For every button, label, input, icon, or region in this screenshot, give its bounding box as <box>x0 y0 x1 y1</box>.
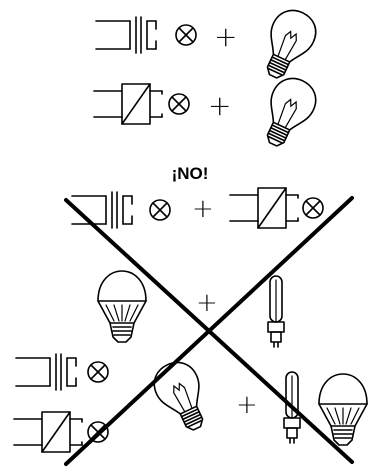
halogen-lamp-icon <box>176 25 196 45</box>
electronic-driver-icon <box>94 84 162 124</box>
incandescent-bulb-icon <box>253 72 322 154</box>
transformer-icon <box>16 354 76 390</box>
plus-sign: + <box>208 92 231 120</box>
incorrect-row-2 <box>98 271 284 347</box>
incorrect-row-3 <box>14 354 367 452</box>
plus-sign: + <box>196 290 218 316</box>
compact-fluorescent-icon <box>268 276 284 347</box>
correct-row-1 <box>96 4 323 86</box>
halogen-lamp-icon <box>303 198 323 218</box>
electronic-driver-icon <box>14 412 82 452</box>
halogen-lamp-icon <box>88 362 108 382</box>
plus-sign: + <box>192 196 214 222</box>
incandescent-bulb-icon <box>147 356 216 438</box>
transformer-icon <box>96 17 156 53</box>
electronic-driver-icon <box>230 188 298 228</box>
led-bulb-icon <box>98 271 146 342</box>
no-warning-label: ¡NO! <box>150 164 230 184</box>
halogen-lamp-icon <box>169 94 189 114</box>
transformer-icon <box>72 192 132 228</box>
halogen-lamp-icon <box>150 200 170 220</box>
plus-sign: + <box>214 23 237 51</box>
incandescent-bulb-icon <box>253 4 322 86</box>
cross-out-mark <box>66 198 352 464</box>
led-bulb-icon <box>319 374 367 445</box>
plus-sign: + <box>236 392 258 418</box>
